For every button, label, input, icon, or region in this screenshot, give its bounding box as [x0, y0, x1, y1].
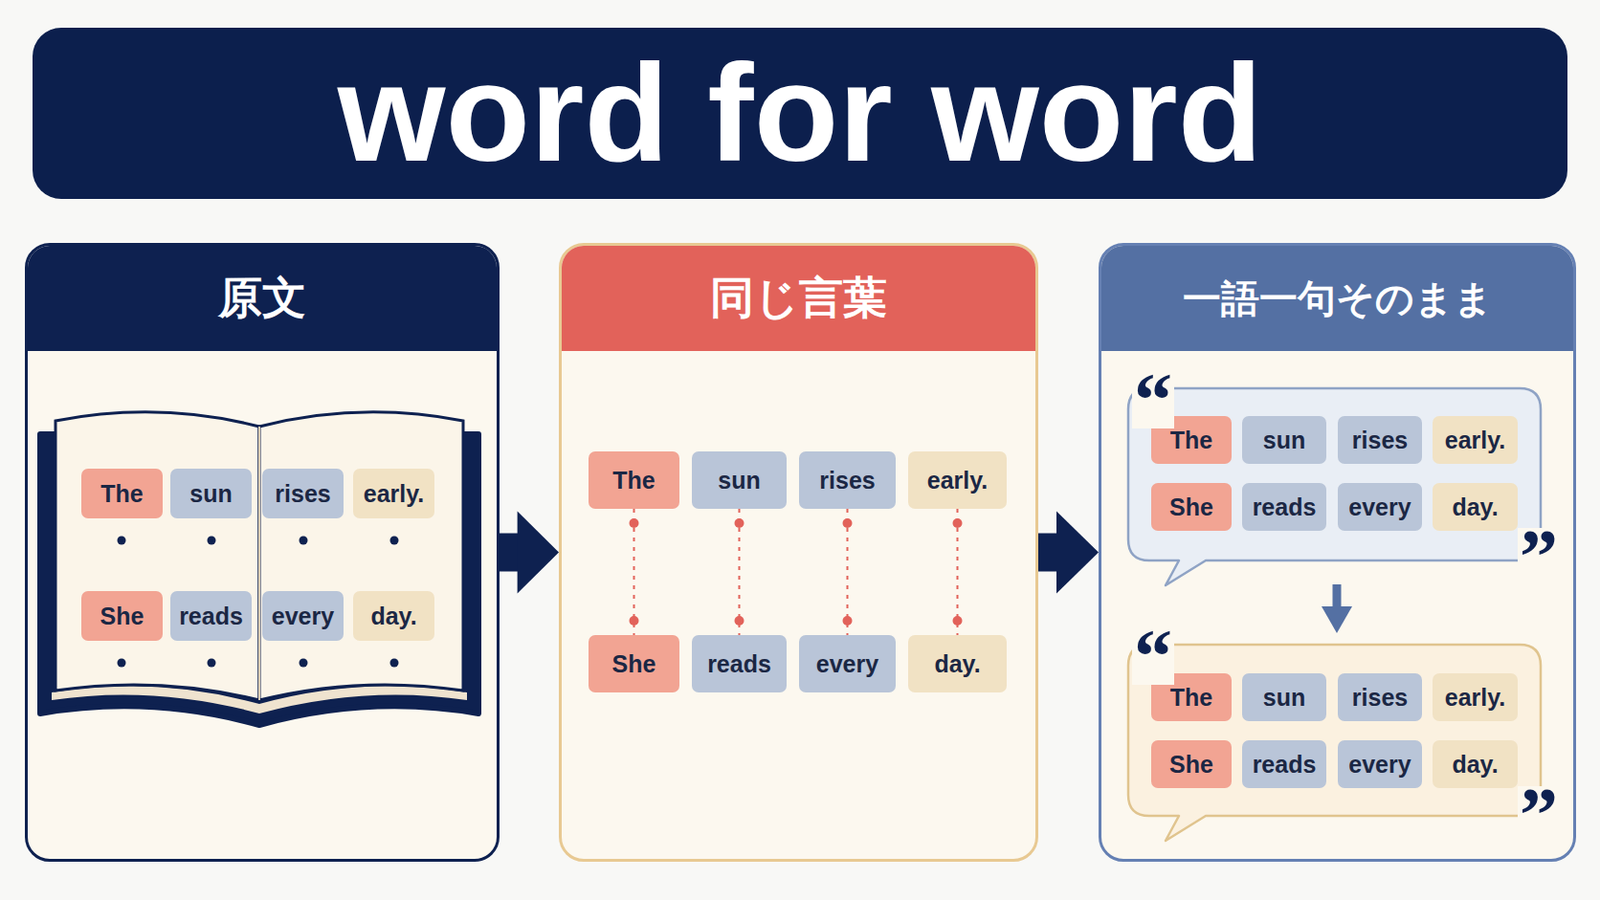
word-chip: every — [262, 591, 344, 642]
word-chip: early. — [353, 468, 435, 519]
word-text: early. — [1444, 684, 1506, 712]
word-chip: The — [81, 468, 163, 519]
word-chip: reads — [1242, 483, 1327, 532]
word-chip: early. — [908, 451, 1007, 510]
word-chip: reads — [691, 635, 787, 693]
word-text: sun — [1263, 684, 1306, 712]
word-text: reads — [1252, 493, 1317, 522]
word-chip: reads — [170, 591, 252, 642]
word-chip: sun — [1242, 673, 1327, 722]
word-chip: every — [1337, 483, 1423, 532]
panel-title: 一語一句そのまま — [1182, 272, 1493, 326]
word-text: sun — [189, 480, 232, 509]
word-chip: day. — [353, 591, 435, 642]
word-text: day. — [1451, 751, 1498, 779]
panel-box: 一語一句そのまま The sun rises early. She reads every d… — [1098, 243, 1577, 863]
word-chip: sun — [1242, 416, 1327, 465]
word-chip: day. — [908, 635, 1007, 693]
word-chip: every — [799, 635, 896, 693]
word-text: day. — [933, 650, 980, 679]
word-chip: She — [1151, 483, 1232, 532]
word-text: reads — [707, 650, 772, 679]
word-chip: rises — [1337, 673, 1423, 722]
word-text: day. — [1451, 493, 1498, 522]
word-text: rises — [1352, 684, 1408, 712]
panel-header: 同じ言葉 — [561, 245, 1036, 352]
word-text: The — [612, 466, 655, 495]
quote-mark: “ — [1132, 371, 1175, 429]
word-text: early. — [927, 466, 988, 495]
word-chip: rises — [1337, 416, 1423, 465]
word-text: sun — [717, 466, 760, 495]
word-text: every — [1348, 493, 1411, 522]
title-text: word for word — [337, 44, 1264, 183]
word-text: She — [100, 602, 145, 631]
flow-arrow — [499, 511, 559, 595]
word-text: The — [100, 480, 143, 509]
word-text: She — [1169, 493, 1214, 522]
title-bar: word for word — [32, 27, 1568, 200]
word-text: early. — [1444, 426, 1506, 455]
word-text: every — [1348, 751, 1411, 779]
panel-title: 同じ言葉 — [710, 268, 888, 329]
word-text: She — [1169, 751, 1214, 779]
flow-arrow — [1038, 511, 1099, 595]
panel-header: 一語一句そのまま — [1101, 245, 1574, 352]
word-chip: She — [1151, 740, 1232, 789]
panel-title: 原文 — [218, 268, 307, 329]
word-text: reads — [1252, 751, 1317, 779]
panel-box: 原文 The sun rises early. She reads every day. — [24, 243, 500, 863]
word-chip: early. — [1432, 673, 1518, 722]
word-text: rises — [274, 480, 331, 509]
panel-header: 原文 — [27, 245, 497, 352]
word-chip: early. — [1432, 416, 1518, 465]
word-chip: The — [588, 451, 680, 510]
word-chip: rises — [262, 468, 344, 519]
word-chip: day. — [1432, 740, 1518, 789]
quote-mark: ” — [1517, 786, 1560, 845]
word-chip: rises — [799, 451, 896, 510]
word-chip: She — [81, 591, 163, 642]
word-text: sun — [1263, 426, 1306, 455]
word-text: She — [612, 650, 657, 679]
word-text: rises — [819, 466, 875, 495]
quote-mark: ” — [1517, 528, 1560, 586]
word-chip: day. — [1432, 483, 1518, 532]
word-text: every — [271, 602, 334, 631]
word-text: every — [816, 650, 879, 679]
word-chip: every — [1337, 740, 1423, 789]
word-chip: sun — [691, 451, 787, 510]
word-chip: reads — [1242, 740, 1327, 789]
word-chip: sun — [170, 468, 252, 519]
book-illustration — [24, 243, 500, 863]
word-text: reads — [178, 602, 244, 631]
word-text: The — [1170, 426, 1213, 455]
word-text: early. — [363, 480, 424, 509]
word-chip: She — [588, 635, 680, 693]
word-text: rises — [1352, 426, 1408, 455]
panel-box: 同じ言葉 The sun rises early. She reads every day. — [558, 243, 1039, 863]
quote-mark: “ — [1132, 627, 1175, 686]
word-text: day. — [370, 602, 417, 631]
word-text: The — [1170, 684, 1213, 712]
